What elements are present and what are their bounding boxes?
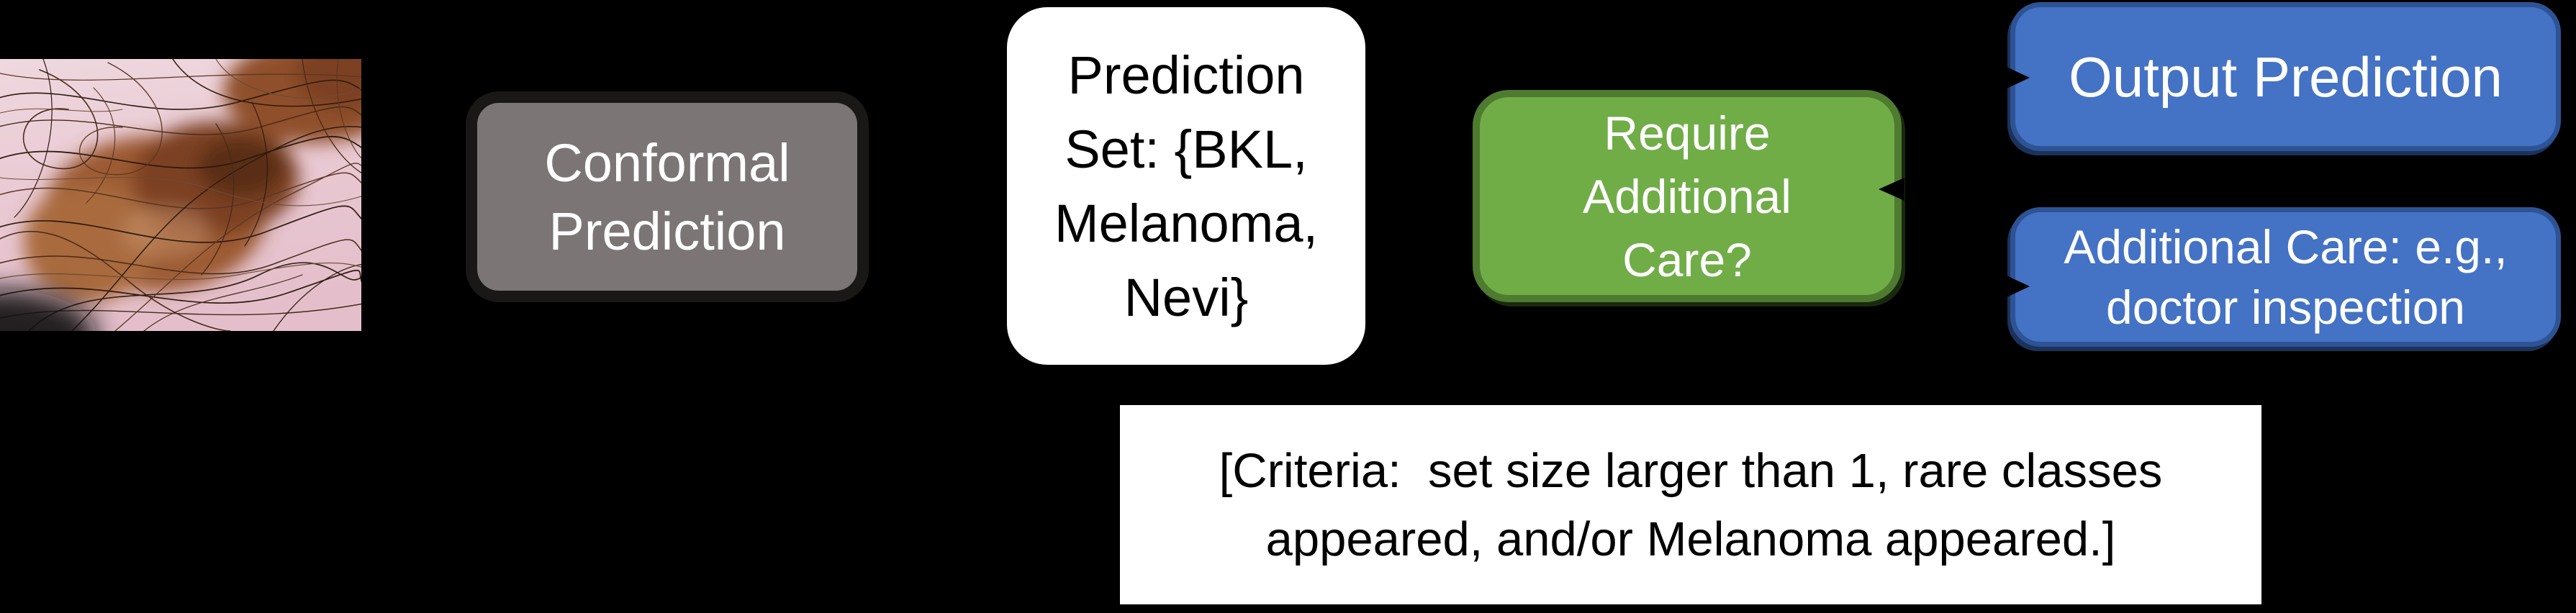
arrowhead-notch-icon — [2007, 67, 2030, 88]
prediction-set-label: Prediction — [1067, 45, 1305, 105]
skin-lesion-photo — [0, 59, 361, 331]
additional-care-box: Additional Care: e.g., doctor inspection — [2010, 207, 2561, 347]
require-care-label: Additional — [1583, 169, 1791, 223]
prediction-set-label: Nevi} — [1124, 267, 1249, 327]
arrowhead-notch-icon — [2007, 276, 2030, 297]
conformal-prediction-label: Prediction — [548, 201, 786, 261]
prediction-set-box: Prediction Set: {BKL, Melanoma, Nevi} — [1007, 7, 1365, 365]
arrowhead-notch-icon — [1879, 178, 1904, 201]
criteria-note-box: [Criteria: set size larger than 1, rare … — [1120, 405, 2261, 604]
additional-care-label: doctor inspection — [2106, 281, 2465, 334]
prediction-set-label: Melanoma, — [1054, 193, 1319, 253]
conformal-prediction-box: Conformal Prediction — [466, 91, 869, 302]
require-additional-care-box: Require Additional Care? — [1473, 90, 1902, 302]
conformal-prediction-label: Conformal — [544, 132, 790, 193]
require-care-label: Require — [1604, 106, 1771, 160]
prediction-set-label: Set: {BKL, — [1065, 119, 1308, 179]
additional-care-label: Additional Care: e.g., — [2064, 220, 2508, 273]
output-prediction-label: Output Prediction — [2069, 45, 2503, 109]
criteria-text: appeared, and/or Melanoma appeared.] — [1265, 512, 2116, 566]
output-prediction-box: Output Prediction — [2010, 2, 2561, 151]
criteria-text: [Criteria: set size larger than 1, rare … — [1219, 443, 2163, 498]
require-care-label: Care? — [1622, 232, 1752, 286]
